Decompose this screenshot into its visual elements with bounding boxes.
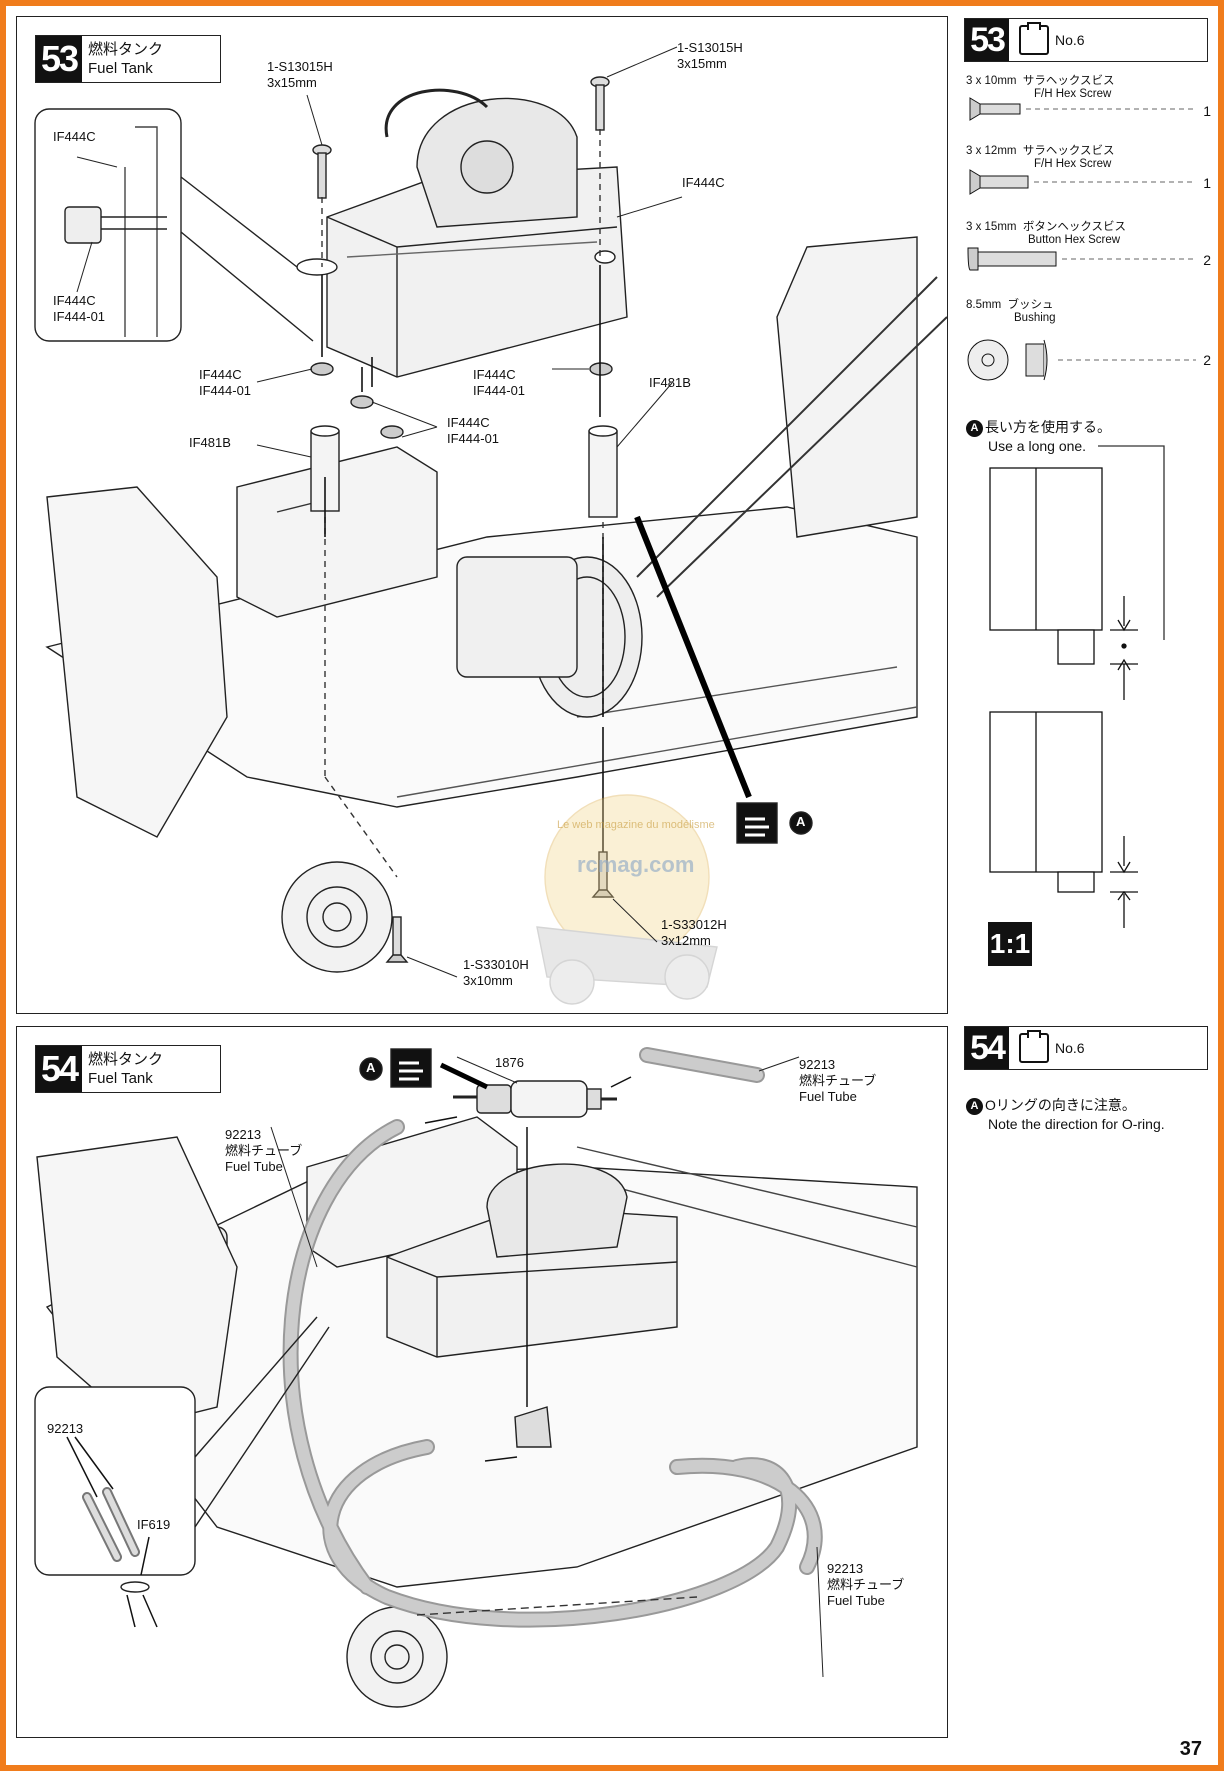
- label-inset-tube: 92213: [47, 1421, 84, 1436]
- radio-box: [236, 446, 438, 618]
- label-grommet-bottom: IF444C IF444-01: [447, 415, 500, 446]
- label-inset-top: IF444C: [53, 129, 96, 144]
- step54-title-jp: 燃料タンク: [88, 1051, 164, 1068]
- step54-title-en: Fuel Tank: [88, 1070, 153, 1087]
- fh-screw-icon: [969, 97, 1196, 121]
- parts-bag-icon: [1019, 1030, 1049, 1063]
- note-badge-a: A: [966, 1097, 983, 1115]
- note-en: Note the direction for O-ring.: [988, 1115, 1165, 1132]
- label-screw-bottom-left: 1-S33010H 3x10mm: [463, 957, 529, 988]
- part-qty: 1: [1203, 103, 1211, 119]
- step53-number: 53: [36, 36, 82, 82]
- label-inset-oring: IF619: [137, 1517, 171, 1532]
- note-badge-a: A: [966, 419, 983, 437]
- step53-panel: 53 燃料タンク Fuel Tank: [16, 16, 948, 1014]
- part-size: 3 x 12mm: [966, 145, 1017, 157]
- grommet-left: [310, 362, 334, 376]
- label-tank: IF444C: [682, 175, 725, 190]
- grommet-mid-a: [350, 395, 374, 409]
- o-ring: [120, 1581, 150, 1593]
- part-bushing-8-5: 8.5mm ブッシュ Bushing 2: [966, 296, 1211, 388]
- step53-header: 53 燃料タンク Fuel Tank: [35, 35, 221, 83]
- note-jp: 長い方を使用する。: [985, 419, 1111, 435]
- grommet-mid-b: [380, 425, 404, 439]
- screw-top-left: [312, 144, 332, 199]
- button-screw-icon: [967, 247, 1196, 271]
- screw-top-right: [590, 76, 610, 131]
- parts-bag-icon: [1019, 22, 1049, 55]
- watermark: [536, 794, 718, 1005]
- post-right: [588, 430, 618, 518]
- part-fh-screw-3x12: 3 x 12mm サラヘックスビス F/H Hex Screw 1: [966, 142, 1211, 202]
- label-screw-top-left: 1-S13015H 3x15mm: [267, 59, 333, 90]
- grommet-right: [589, 362, 613, 376]
- step54-drawing: [34, 1047, 918, 1708]
- step53-drawing: [34, 46, 947, 1005]
- page-number: 37: [1179, 1738, 1202, 1760]
- label-grommet-left: IF444C IF444-01: [199, 367, 252, 398]
- label-filter: 1876: [495, 1055, 524, 1070]
- callout-a-letter: A: [796, 814, 806, 829]
- part-size: 8.5mm: [966, 299, 1002, 311]
- screw-bottom-right: [591, 851, 615, 898]
- front-wheel-hub: [281, 861, 393, 973]
- label-tube-right: 92213 燃料チューブ Fuel Tube: [799, 1057, 877, 1104]
- side54-header: 54 No.6: [964, 1026, 1208, 1070]
- label-tube-bottom: 92213 燃料チューブ Fuel Tube: [827, 1561, 905, 1608]
- inset-grommet: [64, 206, 102, 244]
- label-post-left: IF481B: [189, 435, 231, 450]
- label-inset-bottom: IF444C IF444-01: [53, 293, 106, 324]
- side53-header: 53 No.6: [964, 18, 1208, 62]
- step53-title-en: Fuel Tank: [88, 60, 153, 77]
- step53-inset-box: [34, 108, 182, 342]
- part-size: 3 x 15mm: [966, 221, 1017, 233]
- label-grommet-mid: IF444C IF444-01: [473, 367, 526, 398]
- note-jp: Oリングの向きに注意。: [985, 1097, 1136, 1113]
- step54-header: 54 燃料タンク Fuel Tank: [35, 1045, 221, 1093]
- fh-screw-icon: [969, 169, 1196, 195]
- front-wheel-hub: [346, 1606, 448, 1708]
- label-tube-left: 92213 燃料チューブ Fuel Tube: [225, 1127, 303, 1174]
- fuel-filter: [453, 1080, 617, 1118]
- side53-bag-label: No.6: [1055, 32, 1085, 48]
- side54-number: 54: [965, 1027, 1009, 1069]
- tank-cap: [486, 1163, 628, 1258]
- watermark-text: rcmag.com: [577, 852, 695, 877]
- part-name-en: F/H Hex Screw: [1034, 88, 1112, 100]
- scale-badge: 1:1: [988, 922, 1032, 966]
- part-qty: 1: [1203, 175, 1211, 191]
- side53-number: 53: [965, 19, 1009, 61]
- step54-inset-box: [34, 1386, 196, 1576]
- part-name-jp: サラヘックスビス: [1022, 75, 1115, 87]
- callout-a-box: [736, 802, 778, 844]
- watermark-ring-text: Le web magazine du modélisme: [557, 819, 715, 831]
- label-post-right: IF481B: [649, 375, 691, 390]
- part-fh-screw-3x10: 3 x 10mm サラヘックスビス F/H Hex Screw 1: [966, 72, 1211, 128]
- screw-bottom-left: [385, 916, 409, 963]
- part-button-screw-3x15: 3 x 15mm ボタンヘックスビス Button Hex Screw 2: [966, 218, 1211, 278]
- part-name-en: Button Hex Screw: [1028, 234, 1121, 246]
- part-name-en: Bushing: [1014, 312, 1056, 324]
- step54-number: 54: [36, 1046, 82, 1092]
- part-name-jp: ブッシュ: [1007, 299, 1054, 311]
- step54-panel: 54 燃料タンク Fuel Tank: [16, 1026, 948, 1738]
- part-qty: 2: [1203, 252, 1211, 268]
- bushing-icon: [967, 339, 1196, 381]
- part-size: 3 x 10mm: [966, 75, 1017, 87]
- callout-a-box: [390, 1048, 432, 1088]
- callout-a-letter: A: [366, 1060, 376, 1075]
- part-name-jp: ボタンヘックスビス: [1022, 221, 1127, 233]
- part-qty: 2: [1203, 352, 1211, 368]
- label-screw-bottom-right: 1-S33012H 3x12mm: [661, 917, 727, 948]
- note-en: Use a long one.: [988, 437, 1087, 454]
- part-name-en: F/H Hex Screw: [1034, 158, 1112, 170]
- label-screw-top-right: 1-S13015H 3x15mm: [677, 40, 743, 71]
- part-name-jp: サラヘックスビス: [1022, 145, 1115, 157]
- side54-bag-label: No.6: [1055, 1040, 1085, 1056]
- step53-title-jp: 燃料タンク: [88, 41, 164, 58]
